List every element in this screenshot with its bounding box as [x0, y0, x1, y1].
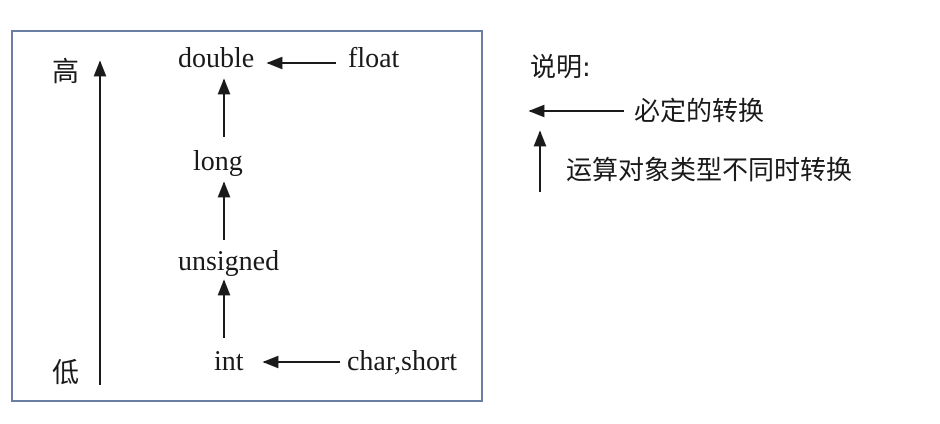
- node-char-short: char,short: [347, 346, 458, 377]
- diagram-frame: [11, 30, 483, 402]
- axis-low-label: 低: [52, 358, 79, 389]
- axis-high-label: 高: [52, 57, 79, 88]
- legend-horizontal-text: 必定的转换: [634, 97, 765, 127]
- node-double: double: [178, 43, 255, 74]
- node-int: int: [214, 346, 244, 377]
- node-unsigned: unsigned: [178, 246, 280, 277]
- node-float: float: [348, 43, 400, 74]
- node-long: long: [193, 146, 243, 177]
- legend-title: 说明:: [530, 53, 591, 83]
- legend-vertical-text: 运算对象类型不同时转换: [566, 156, 853, 186]
